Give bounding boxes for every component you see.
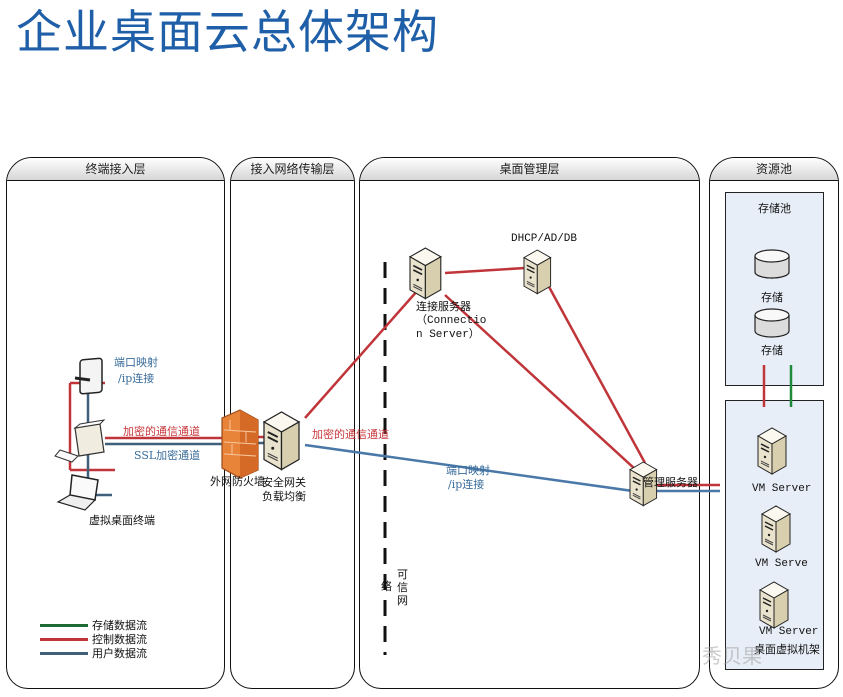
storage-disk-icon-2: [754, 308, 790, 338]
vm-server-label-2: VM Serve: [755, 558, 808, 570]
port-mapping-line2: /ip连接: [118, 372, 155, 385]
dhcp-ad-db-label: DHCP/AD/DB: [511, 233, 578, 245]
flow-connection-to-dhcp: [444, 266, 526, 275]
vm-server-icon-3: [758, 581, 790, 629]
desktop-vm-rack-label: 桌面虚拟机架: [754, 643, 820, 656]
storage-label-2: 存储: [761, 344, 783, 357]
gateway-label-line2: 负载均衡: [262, 490, 306, 503]
port-mapping-mgmt-line2: /ip连接: [448, 478, 485, 491]
virtual-desktop-terminal-label: 虚拟桌面终端: [89, 514, 155, 527]
legend-swatch-control: [40, 637, 88, 641]
vm-server-label-1: VM Server: [752, 483, 812, 495]
flow-dhcp-to-mgmt: [546, 284, 647, 464]
storage-label-1: 存储: [761, 291, 783, 304]
gateway-label-line1: 安全网关: [262, 476, 306, 489]
legend-label-user: 用户数据流: [92, 647, 147, 660]
storage-disk-icon-1: [754, 249, 790, 279]
laptop-icon: [56, 474, 99, 511]
trusted-network-char1: 可: [397, 568, 408, 581]
vm-server-icon-2: [760, 505, 792, 553]
panel-management-layer: 桌面管理层: [359, 157, 700, 689]
management-server-label: 管理服务器: [643, 476, 698, 489]
port-mapping-mgmt-line1: 端口映射: [446, 464, 490, 477]
trusted-network-char2: 信: [397, 581, 408, 594]
port-mapping-label-management: 端口映射 /ip连接: [446, 464, 490, 492]
firewall-label: 外网防火墙: [210, 475, 265, 488]
legend-swatch-user: [40, 651, 88, 655]
connection-server-label: 连接服务器 （Connectio n Server）: [416, 300, 486, 342]
connection-server-line3: n Server）: [416, 329, 480, 341]
panel-header-terminal: 终端接入层: [7, 158, 224, 181]
storage-pool-box: [725, 192, 824, 386]
trusted-network-side-char: 络: [381, 580, 392, 593]
connection-server-icon: [408, 247, 442, 300]
port-mapping-line1: 端口映射: [114, 356, 158, 369]
vm-server-label-3: VM Server: [759, 626, 819, 638]
ssl-channel-label: SSL加密通道: [134, 449, 201, 462]
panel-header-management: 桌面管理层: [360, 158, 699, 181]
trusted-network-char3: 网: [397, 594, 408, 607]
legend-swatch-storage: [40, 623, 88, 627]
legend-label-control: 控制数据流: [92, 633, 147, 646]
legend-storage: 存储数据流: [40, 617, 147, 633]
desktop-pc-icon: [54, 419, 106, 463]
phone-icon: [74, 357, 103, 395]
dhcp-server-icon: [523, 249, 552, 295]
encrypted-channel-label-terminal: 加密的通信通道: [123, 425, 200, 438]
gateway-label: 安全网关 负载均衡: [262, 476, 306, 504]
panel-header-network: 接入网络传输层: [231, 158, 354, 181]
firewall-icon: [221, 409, 259, 479]
trusted-network-label: 可 信 网: [397, 568, 409, 607]
page-title: 企业桌面云总体架构: [16, 5, 439, 59]
management-server-icon: [629, 461, 658, 507]
encrypted-channel-label-network: 加密的通信通道: [312, 428, 389, 441]
vm-server-icon-1: [756, 427, 788, 475]
watermark: 秀贝果: [702, 644, 762, 668]
flow-gateway-to-connection: [304, 289, 419, 419]
port-mapping-label-terminal: 端口映射 /ip连接: [114, 354, 158, 386]
connection-server-line1: 连接服务器: [416, 300, 471, 313]
security-gateway-server-icon: [262, 411, 301, 471]
legend-control: 控制数据流: [40, 631, 147, 647]
storage-pool-title: 存储池: [758, 202, 791, 215]
panel-terminal-layer: 终端接入层: [6, 157, 225, 689]
flow-gateway-to-mgmt-user: [304, 443, 641, 494]
flow-connection-to-mgmt: [444, 294, 637, 471]
panel-header-resource: 资源池: [710, 158, 838, 181]
connection-server-line2: （Connectio: [416, 315, 487, 327]
legend-user: 用户数据流: [40, 645, 147, 661]
legend-label-storage: 存储数据流: [92, 619, 147, 632]
